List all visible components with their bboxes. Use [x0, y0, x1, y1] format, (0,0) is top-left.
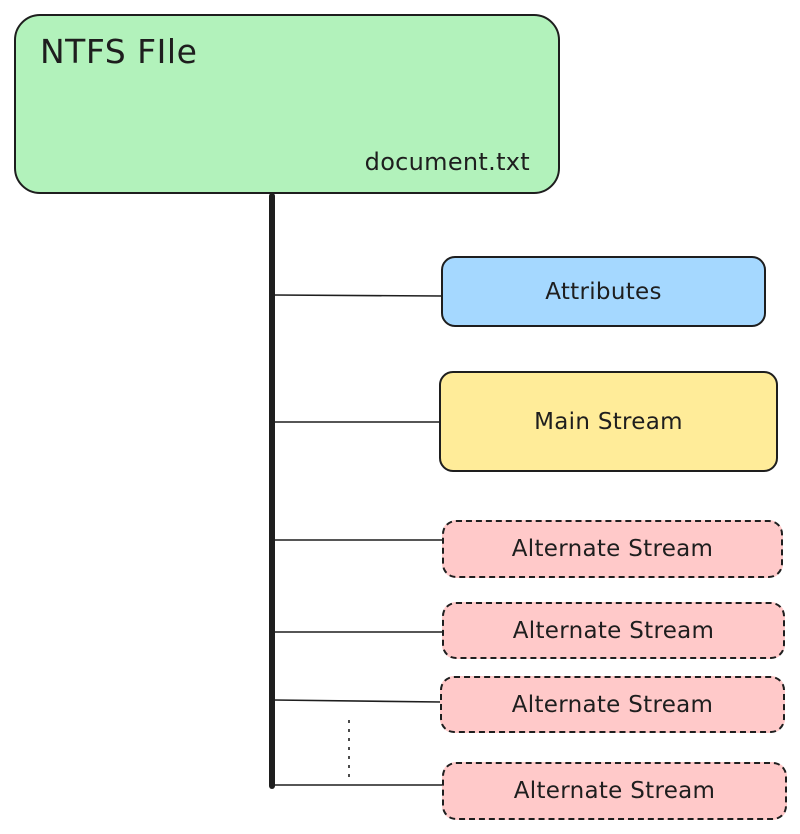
- alternate-stream-label: Alternate Stream: [513, 778, 716, 804]
- main-stream-node: Main Stream: [439, 371, 778, 472]
- alternate-stream-node-1: Alternate Stream: [442, 520, 783, 578]
- alternate-stream-label: Alternate Stream: [511, 536, 714, 562]
- alternate-stream-node-3: Alternate Stream: [440, 676, 785, 733]
- ntfs-file-title: NTFS FIle: [40, 32, 198, 71]
- alternate-stream-node-2: Alternate Stream: [442, 602, 785, 659]
- alternate-stream-node-4: Alternate Stream: [442, 762, 787, 820]
- branch-line-alternate-stream-3: [273, 699, 442, 703]
- attributes-label: Attributes: [545, 278, 662, 305]
- alternate-stream-label: Alternate Stream: [512, 617, 715, 644]
- main-stream-label: Main Stream: [534, 408, 683, 435]
- branch-line-attributes: [273, 294, 443, 297]
- alternate-stream-label: Alternate Stream: [511, 691, 714, 718]
- ntfs-file-filename: document.txt: [364, 148, 530, 176]
- attributes-node: Attributes: [441, 256, 766, 327]
- ntfs-file-node: NTFS FIle document.txt: [14, 14, 560, 194]
